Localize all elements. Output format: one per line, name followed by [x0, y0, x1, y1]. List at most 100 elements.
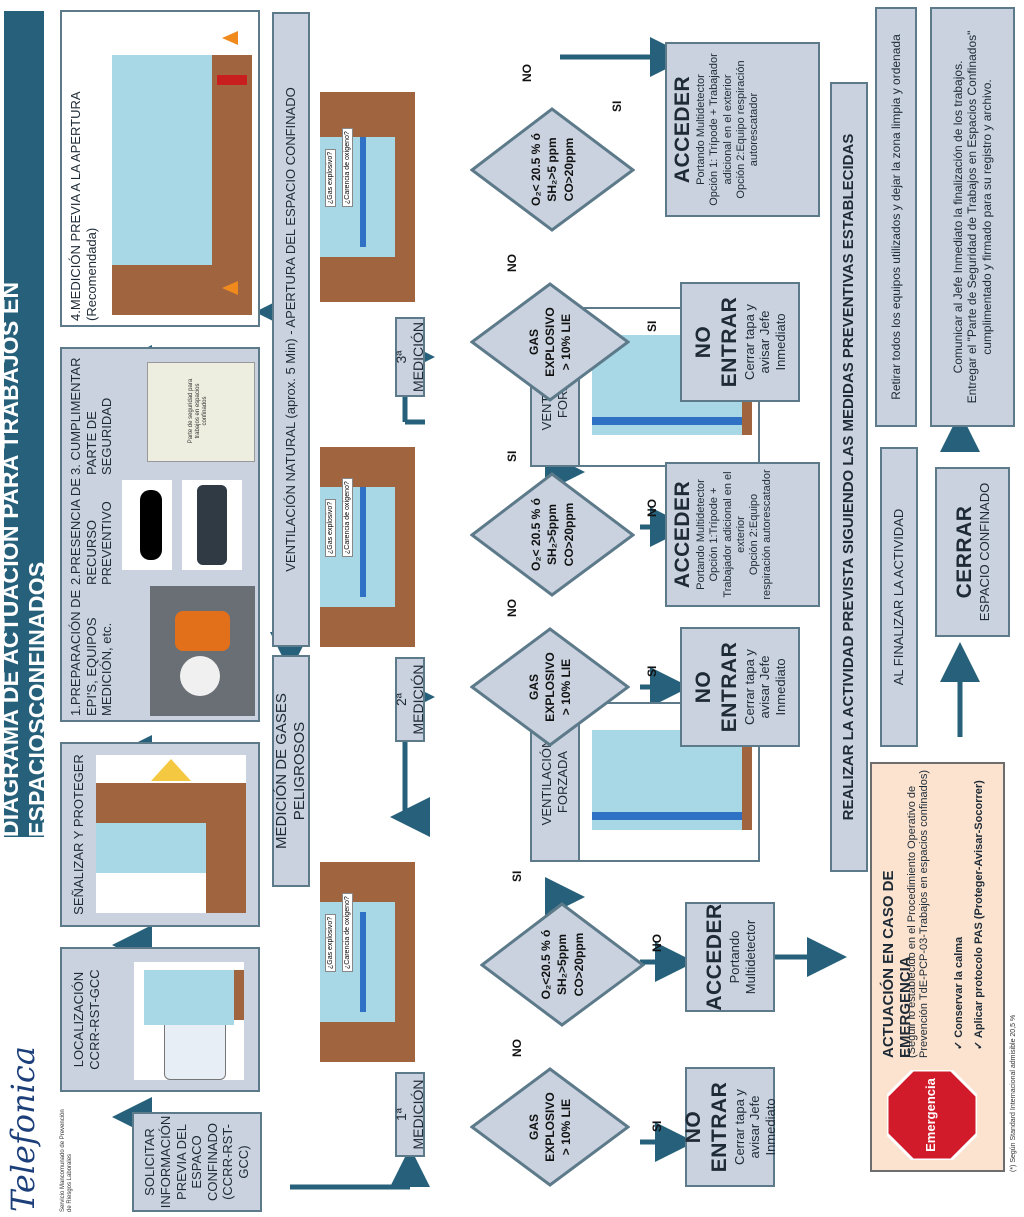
medicion-previa-text: 4.MEDICIÓN PREVIA A LA APERTURA (Recomen… [68, 92, 99, 321]
realizar-text: REALIZAR LA ACTIVIDAD PREVISTA SIGUIENDO… [840, 133, 857, 821]
si-label-2: SI [510, 870, 524, 882]
manhole-3-illustration: ¿Gas explosivo? ¿Carencia de oxígeno? [320, 92, 415, 302]
si-label-1: SI [650, 1120, 664, 1132]
gas-diamond-2-line1: GAS [526, 674, 541, 701]
solicitar-text: SOLICITAR INFORMACIÓN PREVIA DEL ESPACO … [142, 1115, 251, 1209]
comunicar-line1: Comunicar al Jefe Inmediato la finalizac… [950, 60, 965, 374]
acceder-3-line3: Opción 2:Equipo respiración autorescatad… [734, 60, 760, 199]
gas-diamond-3-line2: EXPLOSIVO [542, 307, 557, 377]
tag-carencia-oxigeno-3: ¿Carencia de oxígeno? [342, 128, 353, 207]
no-label-5: NO [505, 254, 519, 272]
no-label-3: NO [505, 599, 519, 617]
o2-diamond-1-line3: CO>20ppm [571, 932, 586, 997]
tag-carencia-oxigeno-2: ¿Carencia de oxígeno? [342, 478, 353, 557]
page-title: DIAGRAMA DE ACTUACIÓN PARA TRABAJOS EN E… [0, 11, 50, 837]
logo-subtitle: Servicio Mancomunado de Prevención de Ri… [60, 1109, 73, 1212]
si-label-3: SI [645, 665, 659, 677]
prep-epis-text: 1.PREPARACIÓN DE EPI'S, EQUIPOS MEDICIÓN… [68, 589, 115, 716]
gas-diamond-2-line3: > 10% LIE [559, 658, 574, 716]
acceder-1-title: ACCEDER [702, 903, 726, 1011]
no-entrar-1: NO ENTRAR Cerrar tapa y avisar Jefe Inme… [682, 1067, 778, 1187]
realizar-box: REALIZAR LA ACTIVIDAD PREVISTA SIGUIENDO… [830, 82, 868, 872]
prep-recurso-text: 2.PRESENCIA DE RECURSO PREVENTIVO [68, 478, 115, 585]
no-entrar-1-title: NO ENTRAR [682, 1081, 731, 1173]
cerrar-sub: ESPACIO CONFINADO [977, 482, 993, 622]
worker-photo [150, 586, 255, 716]
prep-parte-text: 3. CUMPLIMENTAR PARTE DE SEGURIDAD [68, 357, 115, 476]
acceder-3-line1: Portando Multidetector [695, 74, 708, 185]
no-label-6: NO [520, 64, 534, 82]
o2-diamond-2-line1: O₂< 20.5 % ó [529, 497, 544, 572]
comunicar-box: Comunicar al Jefe Inmediato la finalizac… [930, 7, 1015, 427]
localizacion-box: LOCALIZACIÓN CCRR-RST-GCC [60, 947, 260, 1092]
si-label-4: SI [505, 450, 519, 462]
apertura-box: VENTILACIÓN NATURAL (aprox. 5 Min) - APE… [272, 12, 310, 647]
solicitar-box: SOLICITAR INFORMACIÓN PREVIA DEL ESPACO … [132, 1112, 262, 1212]
footnote: (*) Según Standard Internacional admisib… [1010, 1014, 1017, 1172]
o2-diamond-1-line1: O₂<20.5 % ó [539, 929, 554, 1000]
acceder-3-title: ACCEDER [671, 75, 694, 184]
no-label-1: NO [510, 1039, 524, 1057]
gas-diamond-1-line3: > 10% LIE [559, 1098, 574, 1156]
no-entrar-1-text: Cerrar tapa y avisar Jefe Inmediato [731, 1089, 778, 1165]
acceder-3-line2: Opción 1: Trípode + Trabajador adicional… [708, 53, 734, 206]
emergencia-item-1-text: Conservar la calma [953, 936, 965, 1038]
no-entrar-3-text: Cerrar tapa y avisar Jefe Inmediato [741, 304, 788, 380]
senalizar-box: SEÑALIZAR Y PROTEGER [60, 742, 260, 927]
o2-diamond-2-line2: SH₂>5ppm [545, 504, 560, 566]
acceder-3: ACCEDER Portando Multidetector Opción 1:… [665, 42, 820, 217]
gas-diamond-3-line3: > 10% LIE [559, 313, 574, 371]
al-finalizar-text: AL FINALIZAR LA ACTIVIDAD [891, 508, 907, 686]
comunicar-line2: Entregar el "Parte de Seguridad de Traba… [965, 30, 994, 404]
medicion-2-box: 2ª MEDICIÓN [393, 657, 426, 742]
medicion-1-label: 1ª MEDICIÓN [393, 1079, 426, 1150]
telefonica-logo: Telefonica [4, 1007, 44, 1212]
acceder-1: ACCEDER Portando Multidetector [685, 902, 775, 1012]
medicion-gases-text: MEDICIÓN DE GASES PELIGROSOS [273, 693, 308, 849]
gas-diamond-2-line2: EXPLOSIVO [542, 652, 557, 722]
tag-gas-explosivo-3: ¿Gas explosivo? [325, 148, 336, 207]
acceder-2-line2: Opción 1:Trípode + Trabajador adicional … [708, 471, 747, 598]
senalizar-text: SEÑALIZAR Y PROTEGER [71, 754, 86, 915]
medicion-gases-box: MEDICIÓN DE GASES PELIGROSOS [272, 655, 310, 887]
gas-diamond-3-line1: GAS [526, 329, 541, 356]
no-label-4: NO [645, 499, 659, 517]
localizacion-text: LOCALIZACIÓN CCRR-RST-GCC [71, 969, 102, 1070]
o2-diamond-3-line3: CO>20ppm [561, 137, 576, 202]
emergencia-text: (Seguir lo establecido en el Procedimien… [906, 770, 930, 1058]
parte-document-text: Parte de seguridad para trabajos en espa… [188, 378, 209, 444]
no-entrar-3-title: NO ENTRAR [692, 296, 741, 388]
o2-diamond-3-line2: SH₂>5 ppm [545, 137, 560, 202]
no-entrar-2: NO ENTRAR Cerrar tapa y avisar Jefe Inme… [680, 627, 800, 747]
gas-diamond-1-line1: GAS [526, 1114, 541, 1141]
acceder-2-title: ACCEDER [671, 480, 694, 589]
no-label-2: NO [650, 934, 664, 952]
si-label-6: SI [610, 100, 624, 112]
medicion-1-box: 1ª MEDICIÓN [393, 1072, 426, 1157]
medicion-2-label: 2ª MEDICIÓN [393, 664, 426, 735]
cerrar-title: CERRAR [953, 505, 977, 599]
medicion-previa-box: 4.MEDICIÓN PREVIA A LA APERTURA (Recomen… [60, 10, 260, 327]
retirar-box: Retirar todos los equipos utilizados y d… [875, 7, 917, 427]
o2-diamond-3-line1: O₂< 20.5 % ó [529, 132, 544, 207]
tag-gas-explosivo-2: ¿Gas explosivo? [325, 498, 336, 557]
van-illustration [134, 962, 244, 1080]
si-label-5: SI [645, 320, 659, 332]
apertura-text: VENTILACIÓN NATURAL (aprox. 5 Min) - APE… [283, 87, 299, 572]
gas-diamond-1-line2: EXPLOSIVO [542, 1092, 557, 1162]
o2-diamond-2-line3: CO>20ppm [561, 502, 576, 567]
acceder-2-line3: Opción 2:Equipo respiración autorescatad… [747, 469, 774, 600]
logo-wordmark: Telefonica [4, 1046, 42, 1212]
parte-document: Parte de seguridad para trabajos en espa… [147, 362, 255, 462]
preparacion-box: 1.PREPARACIÓN DE EPI'S, EQUIPOS MEDICIÓN… [60, 347, 260, 722]
acceder-2-line1: Portando Multidetector [695, 479, 708, 590]
retirar-text: Retirar todos los equipos utilizados y d… [888, 34, 903, 400]
emergencia-item-1: ✓ Conservar la calma [953, 936, 965, 1050]
